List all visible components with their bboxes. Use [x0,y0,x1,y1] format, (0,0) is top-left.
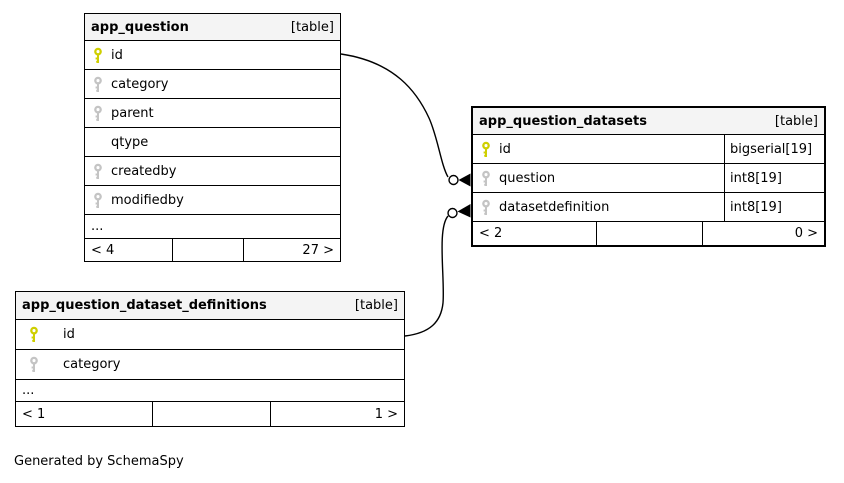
hidden-columns-ellipsis: ... [16,380,404,402]
children-count: 1 > [374,406,398,422]
zero-circle-icon [448,174,459,186]
table-app-question-datasets[interactable]: app_question_datasets [table] id bigseri… [471,106,826,247]
column-name: createdby [111,163,177,179]
column-row: datasetdefinition int8[19] [473,193,824,222]
relation-curve [340,53,449,178]
column-name: id [63,327,75,342]
pager-spacer [153,402,271,426]
table-app-question[interactable]: app_question [table] id category parent [84,13,341,262]
parents-count: < 1 [16,402,153,426]
column-type: bigserial[19] [724,135,824,163]
table-app-question-dataset-definitions[interactable]: app_question_dataset_definitions [table]… [15,291,405,427]
column-name: modifiedby [111,192,184,208]
table-pager: < 4 27 > [85,239,340,261]
relation-app-question-to-datasets [340,53,471,187]
children-count: 0 > [794,226,818,241]
foreign-key-icon [93,105,103,122]
foreign-key-icon [93,192,103,209]
column-name: qtype [111,134,149,150]
column-row: question int8[19] [473,164,824,193]
zero-circle-icon [447,207,458,219]
foreign-key-icon [481,199,491,216]
column-name: category [63,357,121,372]
column-row: category [16,350,404,380]
relation-dataset-definitions-to-datasets [404,204,471,337]
pager-spacer [597,222,703,245]
column-row: id bigserial[19] [473,135,824,164]
primary-key-icon [29,326,39,343]
parents-count: < 4 [85,239,173,261]
column-name: id [111,47,123,63]
table-badge: [table] [354,298,398,313]
hidden-columns-ellipsis: ... [85,215,340,239]
crows-foot-icon [458,173,471,187]
column-row: createdby [85,157,340,186]
table-badge: [table] [290,19,334,35]
crows-foot-icon [457,204,471,218]
column-name: datasetdefinition [499,199,610,215]
table-header[interactable]: app_question_dataset_definitions [table] [16,292,404,320]
table-header[interactable]: app_question_datasets [table] [473,108,824,135]
column-row: modifiedby [85,186,340,215]
column-row: qtype [85,128,340,157]
column-row: category [85,70,340,99]
table-pager: < 2 0 > [473,222,824,245]
column-name: question [499,170,556,186]
table-name: app_question_datasets [479,113,647,129]
column-name: parent [111,105,154,121]
table-name: app_question [91,19,189,35]
table-header[interactable]: app_question [table] [85,14,340,41]
table-pager: < 1 1 > [16,402,404,426]
column-row: id [16,320,404,350]
primary-key-icon [481,141,491,158]
parents-count: < 2 [473,222,597,245]
table-name: app_question_dataset_definitions [22,298,267,313]
column-name: id [499,141,511,157]
column-type: int8[19] [724,164,824,192]
foreign-key-icon [93,76,103,93]
primary-key-icon [93,47,103,64]
table-badge: [table] [774,113,818,129]
column-name: category [111,76,169,92]
column-row: parent [85,99,340,128]
generated-by-note: Generated by SchemaSpy [14,454,184,469]
children-count: 27 > [302,242,334,258]
column-row: id [85,41,340,70]
foreign-key-icon [93,163,103,180]
pager-spacer [173,239,244,261]
foreign-key-icon [481,170,491,187]
foreign-key-icon [29,356,39,373]
relation-curve [404,215,449,337]
column-type: int8[19] [724,193,824,221]
